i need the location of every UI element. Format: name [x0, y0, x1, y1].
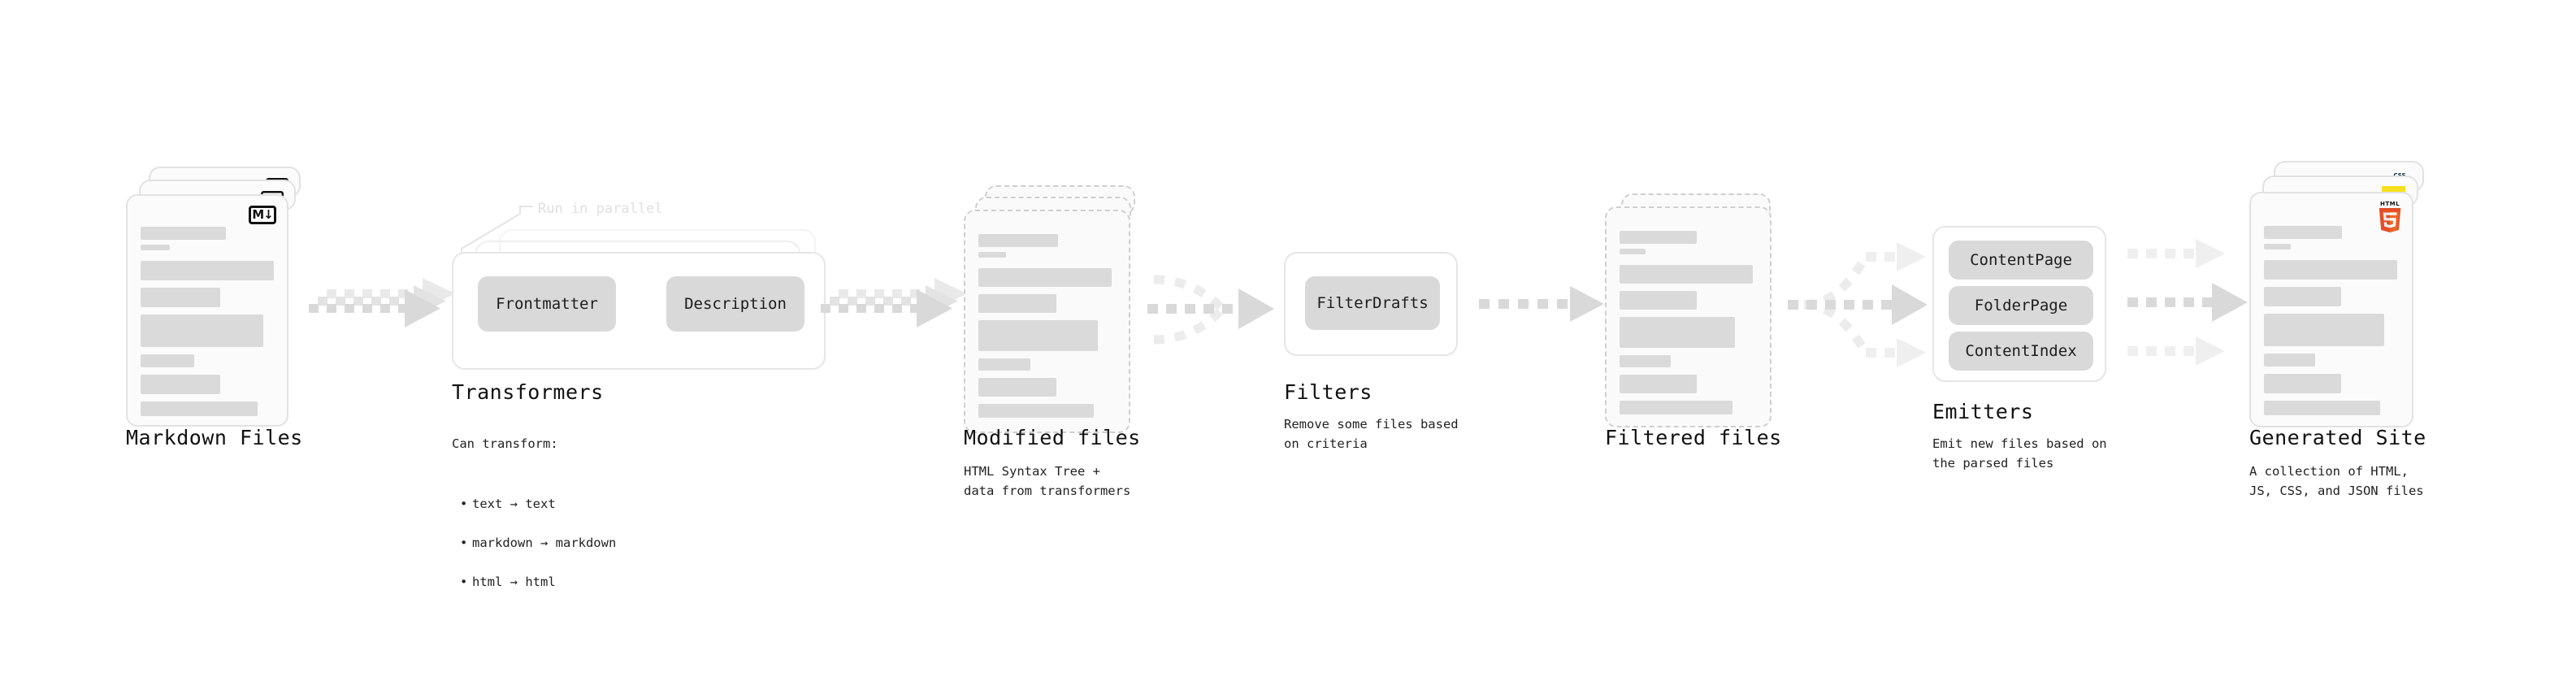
stage-title-markdown-files: Markdown Files — [126, 426, 303, 449]
stage-title-emitters: Emitters — [1932, 400, 2034, 423]
skeleton-bar — [141, 288, 221, 307]
chip-label: FolderPage — [1974, 297, 2068, 314]
arrow-filters-to-filtered — [1479, 286, 1604, 322]
skeleton-bar — [1620, 291, 1697, 310]
skeleton-bar — [2264, 287, 2341, 306]
skeleton-bar — [2264, 226, 2343, 239]
markdown-card-front: M↓ — [126, 194, 288, 427]
skeleton-bar — [978, 358, 1031, 371]
transform-item: markdown → markdown — [460, 533, 616, 553]
skeleton-bar — [978, 294, 1057, 313]
skeleton-bar — [2264, 374, 2341, 393]
emitter-chip-folderpage[interactable]: FolderPage — [1949, 286, 2093, 325]
skeleton-content — [141, 227, 274, 416]
transformer-chip-description[interactable]: Description — [666, 276, 804, 332]
markdown-file-stack: M↓ M↓ M↓ — [126, 167, 301, 427]
skeleton-bar — [1620, 231, 1697, 244]
stage-title-filtered-files: Filtered files — [1605, 426, 1782, 449]
chip-label: ContentIndex — [1965, 342, 2077, 360]
stage-subtitle-filters: Remove some files based on criteria — [1284, 417, 1459, 452]
stage-title-transformers: Transformers — [452, 380, 604, 404]
skeleton-bar — [1620, 265, 1753, 284]
html5-shield-icon — [2379, 208, 2401, 233]
html5-badge: HTML — [2378, 202, 2402, 236]
skeleton-bar — [1620, 355, 1671, 367]
generated-card-front-html: HTML — [2249, 192, 2413, 427]
stage-subtitle-transformers: Can transform: text → text markdown → ma… — [452, 414, 616, 631]
stage-modified-files — [964, 185, 1138, 433]
stage-generated-site: CSS HTML — [2249, 161, 2424, 429]
filtered-card-front — [1605, 206, 1772, 427]
emitter-chip-contentpage[interactable]: ContentPage — [1949, 241, 2093, 280]
chip-label: FilterDrafts — [1316, 294, 1429, 312]
arrow-emitters-to-site — [2127, 239, 2248, 366]
arrow-transformers-to-modified — [821, 278, 967, 327]
emitter-chip-contentindex[interactable]: ContentIndex — [1949, 332, 2093, 371]
skeleton-bar — [2264, 401, 2380, 415]
stage-filtered-files — [1605, 193, 1780, 429]
skeleton-bar — [978, 378, 1057, 397]
skeleton-bar — [978, 234, 1059, 247]
skeleton-bar — [141, 261, 274, 280]
chip-label: Frontmatter — [496, 295, 598, 313]
modified-card-front — [964, 210, 1130, 433]
arrow-filtered-to-emitters — [1788, 242, 1928, 367]
skeleton-bar — [978, 252, 1006, 258]
skeleton-content — [2264, 226, 2399, 415]
modified-file-stack — [964, 185, 1138, 433]
skeleton-bar — [141, 354, 194, 367]
arrow-modified-to-filters — [1147, 275, 1274, 345]
skeleton-bar — [2264, 354, 2316, 367]
skeleton-content — [1620, 231, 1757, 414]
skeleton-bar — [2264, 260, 2398, 280]
transform-item: text → text — [460, 494, 616, 514]
skeleton-bar — [2264, 314, 2384, 346]
skeleton-bar — [141, 227, 226, 240]
run-in-parallel-label: Run in parallel — [538, 201, 663, 217]
stage-title-filters: Filters — [1284, 380, 1373, 404]
chip-label: Description — [684, 295, 787, 313]
transformer-group-front: Frontmatter Description — [452, 252, 826, 370]
stage-subtitle-emitters: Emit new files based on the parsed files — [1932, 436, 2107, 471]
transformer-chip-frontmatter[interactable]: Frontmatter — [478, 276, 616, 332]
stage-filters-group: FilterDrafts — [1284, 252, 1458, 356]
arrow-markdown-to-transformers — [309, 278, 455, 327]
skeleton-bar — [1620, 317, 1735, 348]
generated-site-stack: CSS HTML — [2249, 161, 2424, 429]
skeleton-bar — [1620, 249, 1646, 254]
html5-badge-caption: HTML — [2379, 201, 2400, 207]
stage-title-modified-files: Modified files — [964, 426, 1141, 449]
skeleton-bar — [141, 401, 258, 416]
chip-label: ContentPage — [1970, 251, 2072, 269]
markdown-badge: M↓ — [249, 206, 276, 224]
transform-item: html → html — [460, 572, 616, 592]
stage-subtitle-modified-files: HTML Syntax Tree + data from transformer… — [964, 464, 1131, 499]
skeleton-bar — [141, 375, 221, 394]
skeleton-bar — [978, 268, 1112, 287]
skeleton-bar — [2264, 244, 2292, 249]
stage-title-generated-site: Generated Site — [2249, 426, 2426, 449]
filtered-file-stack — [1605, 193, 1780, 429]
stage-emitters-group: ContentPage FolderPage ContentIndex — [1932, 226, 2106, 382]
skeleton-bar — [1620, 401, 1733, 414]
skeleton-bar — [978, 404, 1094, 418]
stage-markdown-files: M↓ M↓ M↓ — [126, 167, 301, 427]
transform-list: text → text markdown → markdown html → h… — [460, 475, 616, 611]
filter-chip-filterdrafts[interactable]: FilterDrafts — [1305, 276, 1440, 330]
skeleton-bar — [141, 314, 263, 347]
stage-subtitle-generated-site: A collection of HTML, JS, CSS, and JSON … — [2249, 464, 2424, 499]
stage-transformers: Run in parallel Frontmatter — [452, 195, 826, 370]
skeleton-bar — [1620, 375, 1697, 393]
skeleton-bar — [141, 245, 171, 250]
skeleton-bar — [978, 320, 1099, 351]
skeleton-content — [978, 234, 1116, 418]
transform-heading: Can transform: — [452, 436, 558, 452]
